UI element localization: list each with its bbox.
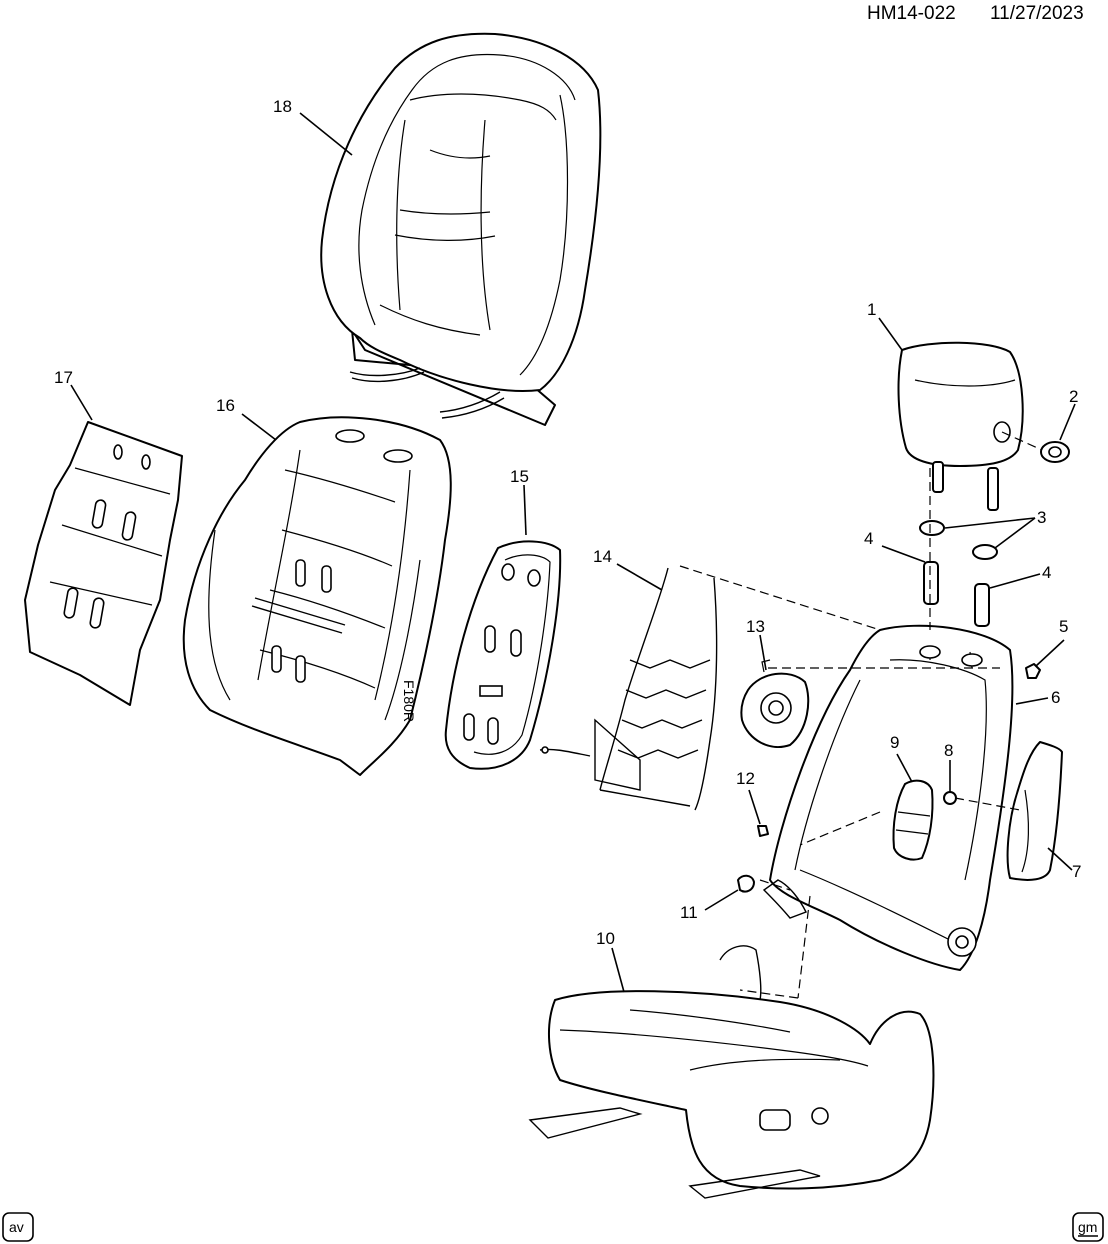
callout-12: 12 bbox=[736, 769, 755, 788]
seat-nut bbox=[737, 874, 755, 893]
callout-10: 10 bbox=[596, 929, 615, 948]
seat-back-pad: F180R bbox=[182, 416, 452, 776]
seat-back-mat bbox=[24, 421, 183, 706]
gm-logo: gm bbox=[1072, 1212, 1104, 1242]
alignment-lines bbox=[679, 431, 1043, 999]
headrest bbox=[897, 341, 1024, 511]
headrest-guides bbox=[923, 561, 990, 627]
lumbar-wire-frame bbox=[539, 567, 718, 811]
callout-5: 5 bbox=[1059, 617, 1068, 636]
callout-labels: 18 17 16 15 14 13 1 2 3 4 4 5 6 7 8 9 10… bbox=[54, 97, 1081, 948]
callout-1: 1 bbox=[867, 300, 876, 319]
callout-6: 6 bbox=[1051, 688, 1060, 707]
av-logo: av bbox=[2, 1212, 34, 1242]
diagram-code: HM14-022 bbox=[867, 3, 956, 24]
callout-18: 18 bbox=[273, 97, 292, 116]
recliner-motor bbox=[892, 779, 934, 861]
callout-4-left: 4 bbox=[864, 529, 873, 548]
lumbar-support-panel bbox=[444, 540, 562, 770]
frame-nut bbox=[1025, 663, 1041, 679]
callout-11: 11 bbox=[680, 903, 698, 922]
callout-2: 2 bbox=[1069, 387, 1078, 406]
seat-back-frame bbox=[762, 624, 1014, 971]
pad-stamp: F180R bbox=[401, 680, 417, 722]
callout-16: 16 bbox=[216, 396, 235, 415]
frame-clip bbox=[943, 791, 957, 805]
callout-4-right: 4 bbox=[1042, 563, 1051, 582]
seat-back-cover bbox=[320, 32, 602, 426]
callout-13: 13 bbox=[746, 617, 765, 636]
frame-side-trim bbox=[1006, 741, 1063, 881]
frame-bolt bbox=[757, 825, 769, 837]
svg-text:av: av bbox=[9, 1219, 24, 1235]
leader-lines bbox=[70, 112, 1076, 993]
callout-8: 8 bbox=[944, 741, 953, 760]
callout-3: 3 bbox=[1037, 508, 1046, 527]
svg-text:gm: gm bbox=[1078, 1219, 1097, 1235]
headrest-guide-cap bbox=[1040, 441, 1070, 463]
headrest-bezels bbox=[919, 520, 998, 560]
lumbar-motor bbox=[740, 659, 810, 748]
callout-9: 9 bbox=[890, 733, 899, 752]
callout-15: 15 bbox=[510, 467, 529, 486]
callout-14: 14 bbox=[593, 547, 612, 566]
seat-cushion bbox=[528, 945, 935, 1199]
diagram-date: 11/27/2023 bbox=[990, 3, 1084, 24]
callout-17: 17 bbox=[54, 368, 73, 387]
callout-7: 7 bbox=[1072, 862, 1081, 881]
